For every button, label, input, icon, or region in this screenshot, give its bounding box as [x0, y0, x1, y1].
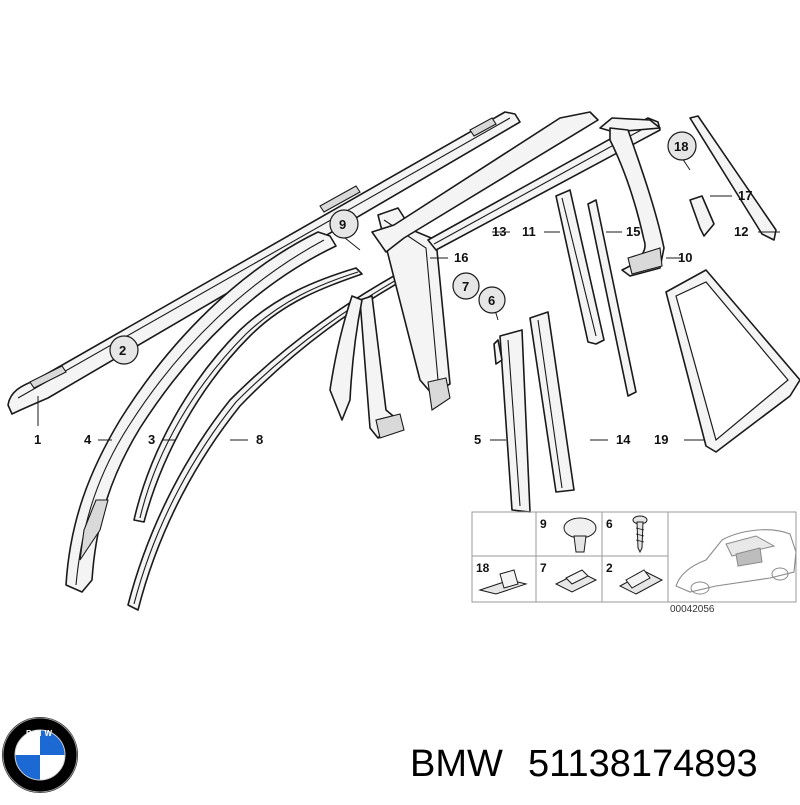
part-4-pillar-trim	[65, 231, 337, 593]
diagram-doc-id: 00042056	[670, 604, 715, 615]
part-14-pillar-cover	[529, 311, 575, 493]
callout-8: 8	[256, 432, 263, 447]
fastener-legend: 9 6 18 7 2	[471, 511, 797, 615]
part-17-quarter-trim	[689, 115, 777, 241]
callout-10: 10	[678, 250, 692, 265]
callout-12: 12	[734, 224, 748, 239]
legend-cell-9-label: 9	[540, 517, 547, 531]
legend-cell-7-label: 7	[540, 561, 547, 575]
part-number: 51138174893	[528, 743, 758, 785]
callout-2: 2	[119, 343, 126, 358]
callout-18-circle	[667, 131, 697, 161]
callout-15: 15	[626, 224, 640, 239]
part-5-pillar-cover	[493, 329, 531, 513]
callout-1: 1	[34, 432, 41, 447]
callout-16: 16	[454, 250, 468, 265]
legend-cell-18-label: 18	[476, 561, 490, 575]
callout-2-circle	[109, 335, 139, 365]
clip-18-icon	[478, 569, 528, 595]
callout-19: 19	[654, 432, 668, 447]
part-19-window-seal	[665, 269, 800, 453]
clip-7-icon	[554, 569, 598, 593]
clip-9-icon	[563, 517, 597, 553]
callout-9: 9	[339, 217, 346, 232]
callout-labels: 1 2 3 4 5 6 7 8 9 10 11 12 13 14 15 16 1…	[34, 131, 752, 447]
callout-4: 4	[84, 432, 92, 447]
legend-cell-6-label: 6	[606, 517, 613, 531]
part-11-door-strip	[555, 189, 605, 345]
part-16-pillar-assembly	[329, 111, 599, 439]
callout-11: 11	[522, 224, 536, 239]
screw-6-icon	[632, 515, 648, 554]
callout-7: 7	[462, 279, 469, 294]
callout-14: 14	[616, 432, 631, 447]
legend-cell-2-label: 2	[606, 561, 613, 575]
callout-17: 17	[738, 188, 752, 203]
callout-9-circle	[329, 209, 359, 239]
part-15-door-strip	[587, 199, 637, 397]
part-10-frame-corner	[609, 127, 665, 277]
leader-lines	[37, 157, 780, 441]
callout-3: 3	[148, 432, 155, 447]
callout-7-circle	[452, 272, 480, 300]
callout-13: 13	[492, 224, 506, 239]
logo-letters: BMW	[26, 729, 55, 738]
bmw-logo: BMW	[2, 717, 78, 793]
callout-6: 6	[488, 293, 495, 308]
clip-2-icon	[618, 569, 664, 595]
callout-6-circle	[478, 286, 506, 314]
part-1-roof-trim	[7, 111, 521, 415]
brand-name: BMW	[410, 743, 503, 785]
part-3-window-channel	[133, 267, 363, 523]
callout-5: 5	[474, 432, 481, 447]
car-silhouette-icon	[675, 529, 797, 595]
callout-18: 18	[674, 139, 688, 154]
